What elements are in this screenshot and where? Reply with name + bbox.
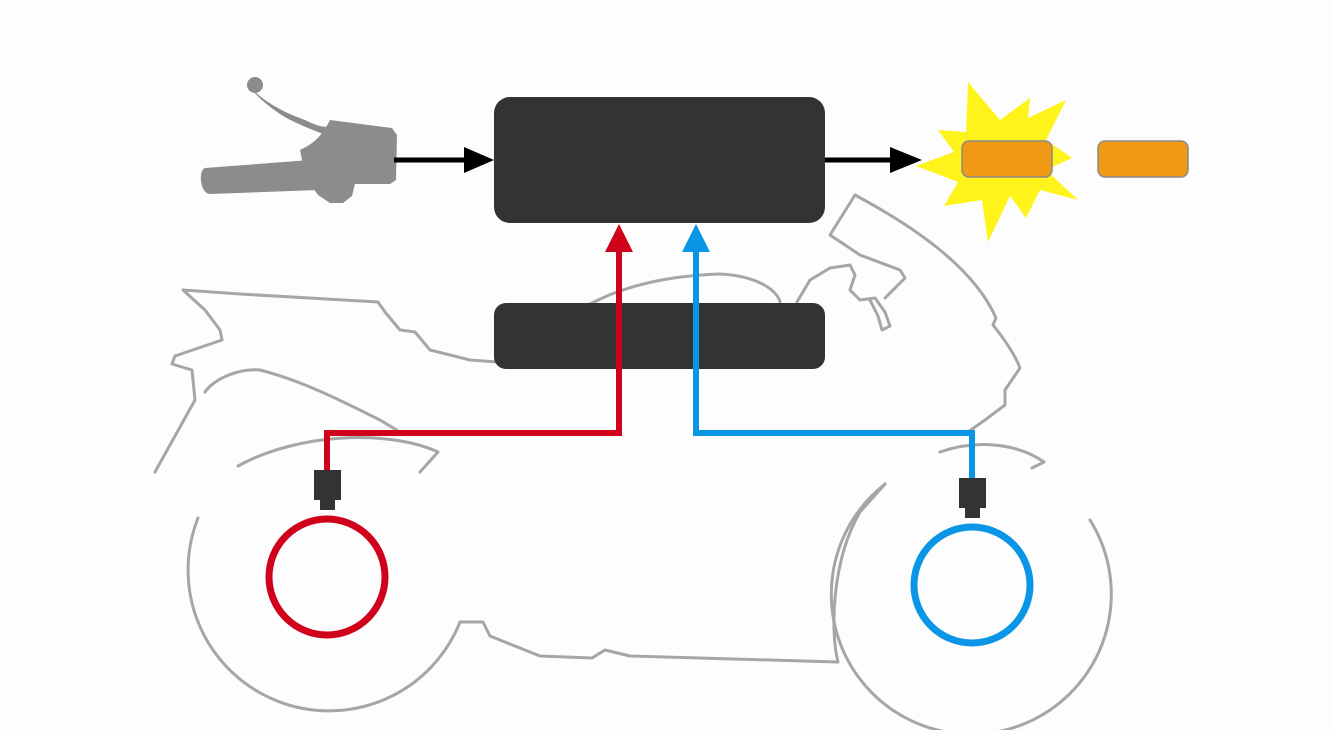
rear-sensor-signal-line [324,224,633,470]
front-fender-outline [938,443,1046,470]
front-wheel-sensor-icon [910,478,1034,647]
lever-to-control-arrow [394,147,494,173]
brake-lever-handlebar-icon [200,77,397,203]
control-to-lights-arrow [825,147,922,173]
motorcycle-outline-icon [153,193,1113,730]
control-unit-box [494,97,825,223]
brake-light-right [1097,140,1189,178]
sensor-module-box [494,303,825,369]
front-wheel-outline [829,482,1113,730]
rear-fender-outline [236,436,440,474]
brake-light-left [961,140,1053,178]
side-panel-outline [203,368,402,434]
fairing-outline [828,193,1022,434]
belly-pan-outline [458,482,887,664]
front-sensor-signal-line [682,224,975,478]
rear-wheel-sensor-icon [265,470,389,639]
rear-wheel-outline [186,516,462,713]
